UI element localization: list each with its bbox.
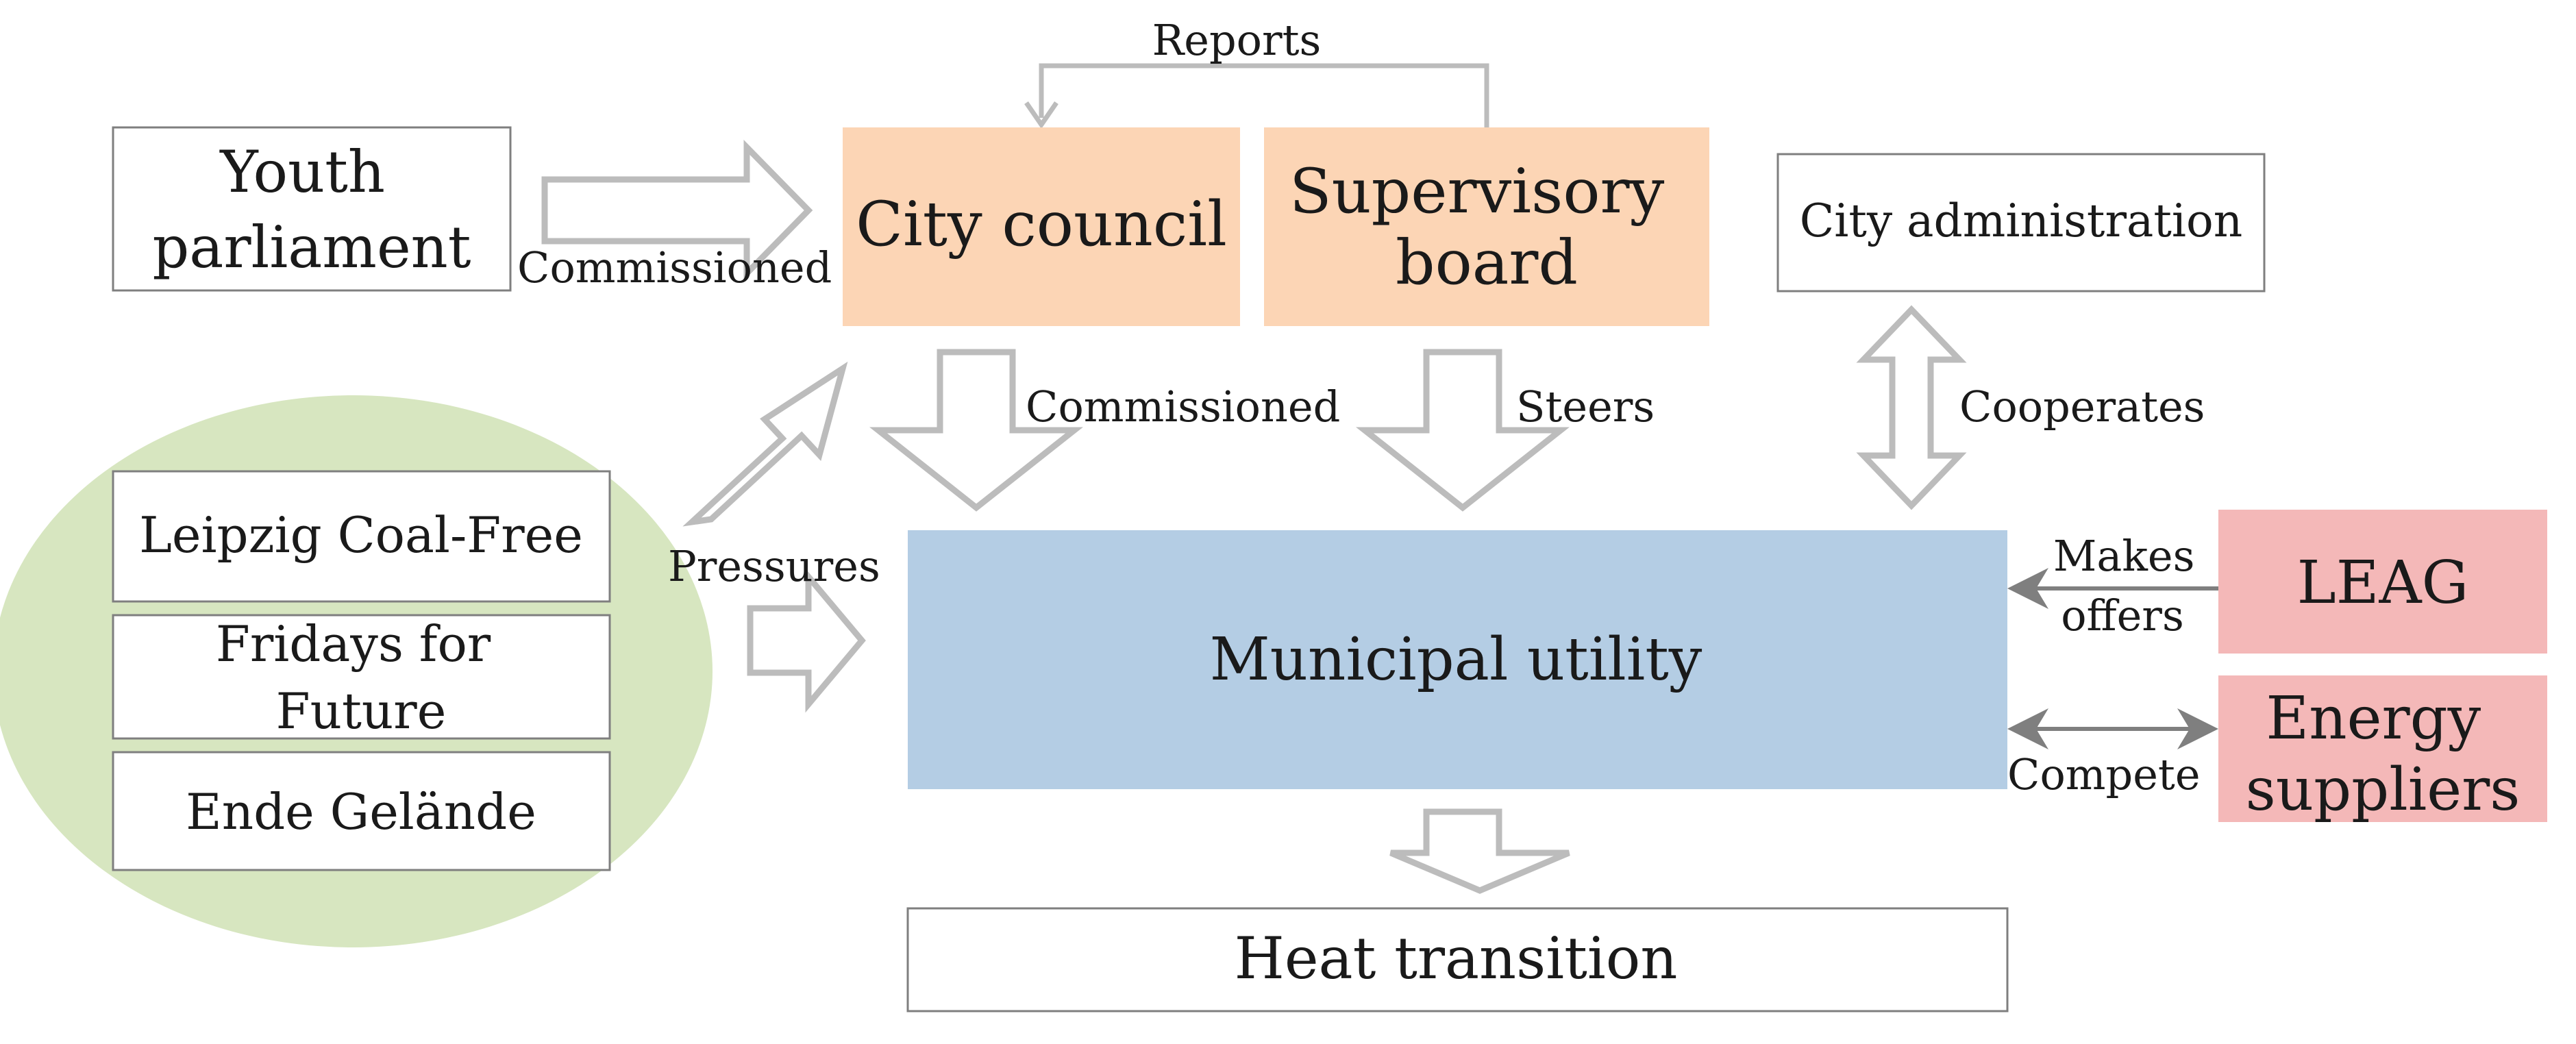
cooperates-label: Cooperates	[1959, 382, 2205, 432]
fridays-for-future-box	[112, 614, 611, 740]
city-administration-label: City administration	[1800, 195, 2242, 247]
leag-box	[2218, 510, 2547, 654]
leag-label: LEAG	[2297, 549, 2469, 617]
supervisory-board-label: Supervisory board	[1289, 156, 1684, 299]
heat-transition-box	[906, 907, 2009, 1012]
city-administration-box	[1776, 153, 2266, 293]
pressures-arrow-right	[747, 568, 866, 713]
youth-commissioned-label: Commissioned	[517, 243, 832, 293]
ende-gelaende-label: Ende Gelände	[186, 783, 536, 841]
leipzig-coal-free-box	[112, 470, 611, 603]
reports-arrowhead-icon	[1024, 101, 1058, 129]
heat-transition-arrow	[1389, 808, 1570, 894]
steers-arrow	[1356, 349, 1570, 512]
makes-offers-label: Makes offers	[2053, 531, 2208, 641]
cooperates-arrow	[1856, 305, 1967, 510]
city-council-box	[843, 127, 1240, 326]
compete-label: Compete	[2007, 749, 2201, 799]
heat-transition-label: Heat transition	[1235, 925, 1678, 992]
youth-parliament-box	[112, 126, 512, 292]
city-council-label: City council	[856, 188, 1227, 260]
energy-suppliers-box	[2218, 675, 2547, 822]
reports-arrow	[1039, 63, 1489, 127]
pressures-label: Pressures	[668, 541, 880, 591]
pressures-arrow-diagonal	[682, 361, 848, 527]
energy-suppliers-label: Energy suppliers	[2246, 684, 2521, 824]
reports-label: Reports	[1152, 15, 1322, 65]
supervisory-board-box	[1264, 127, 1709, 326]
steers-label: Steers	[1516, 382, 1655, 432]
municipal-utility-box	[908, 530, 2007, 789]
youth-commissioned-arrow	[541, 139, 813, 282]
youth-parliament-label: Youth parliament	[152, 138, 471, 281]
fridays-for-future-label: Fridays for Future	[216, 615, 506, 740]
municipal-utility-label: Municipal utility	[1210, 625, 1702, 694]
ende-gelaende-box	[112, 751, 611, 871]
leipzig-coal-free-label: Leipzig Coal-Free	[139, 506, 583, 564]
council-commissioned-arrow	[869, 349, 1083, 512]
council-commissioned-label: Commissioned	[1026, 382, 1340, 432]
